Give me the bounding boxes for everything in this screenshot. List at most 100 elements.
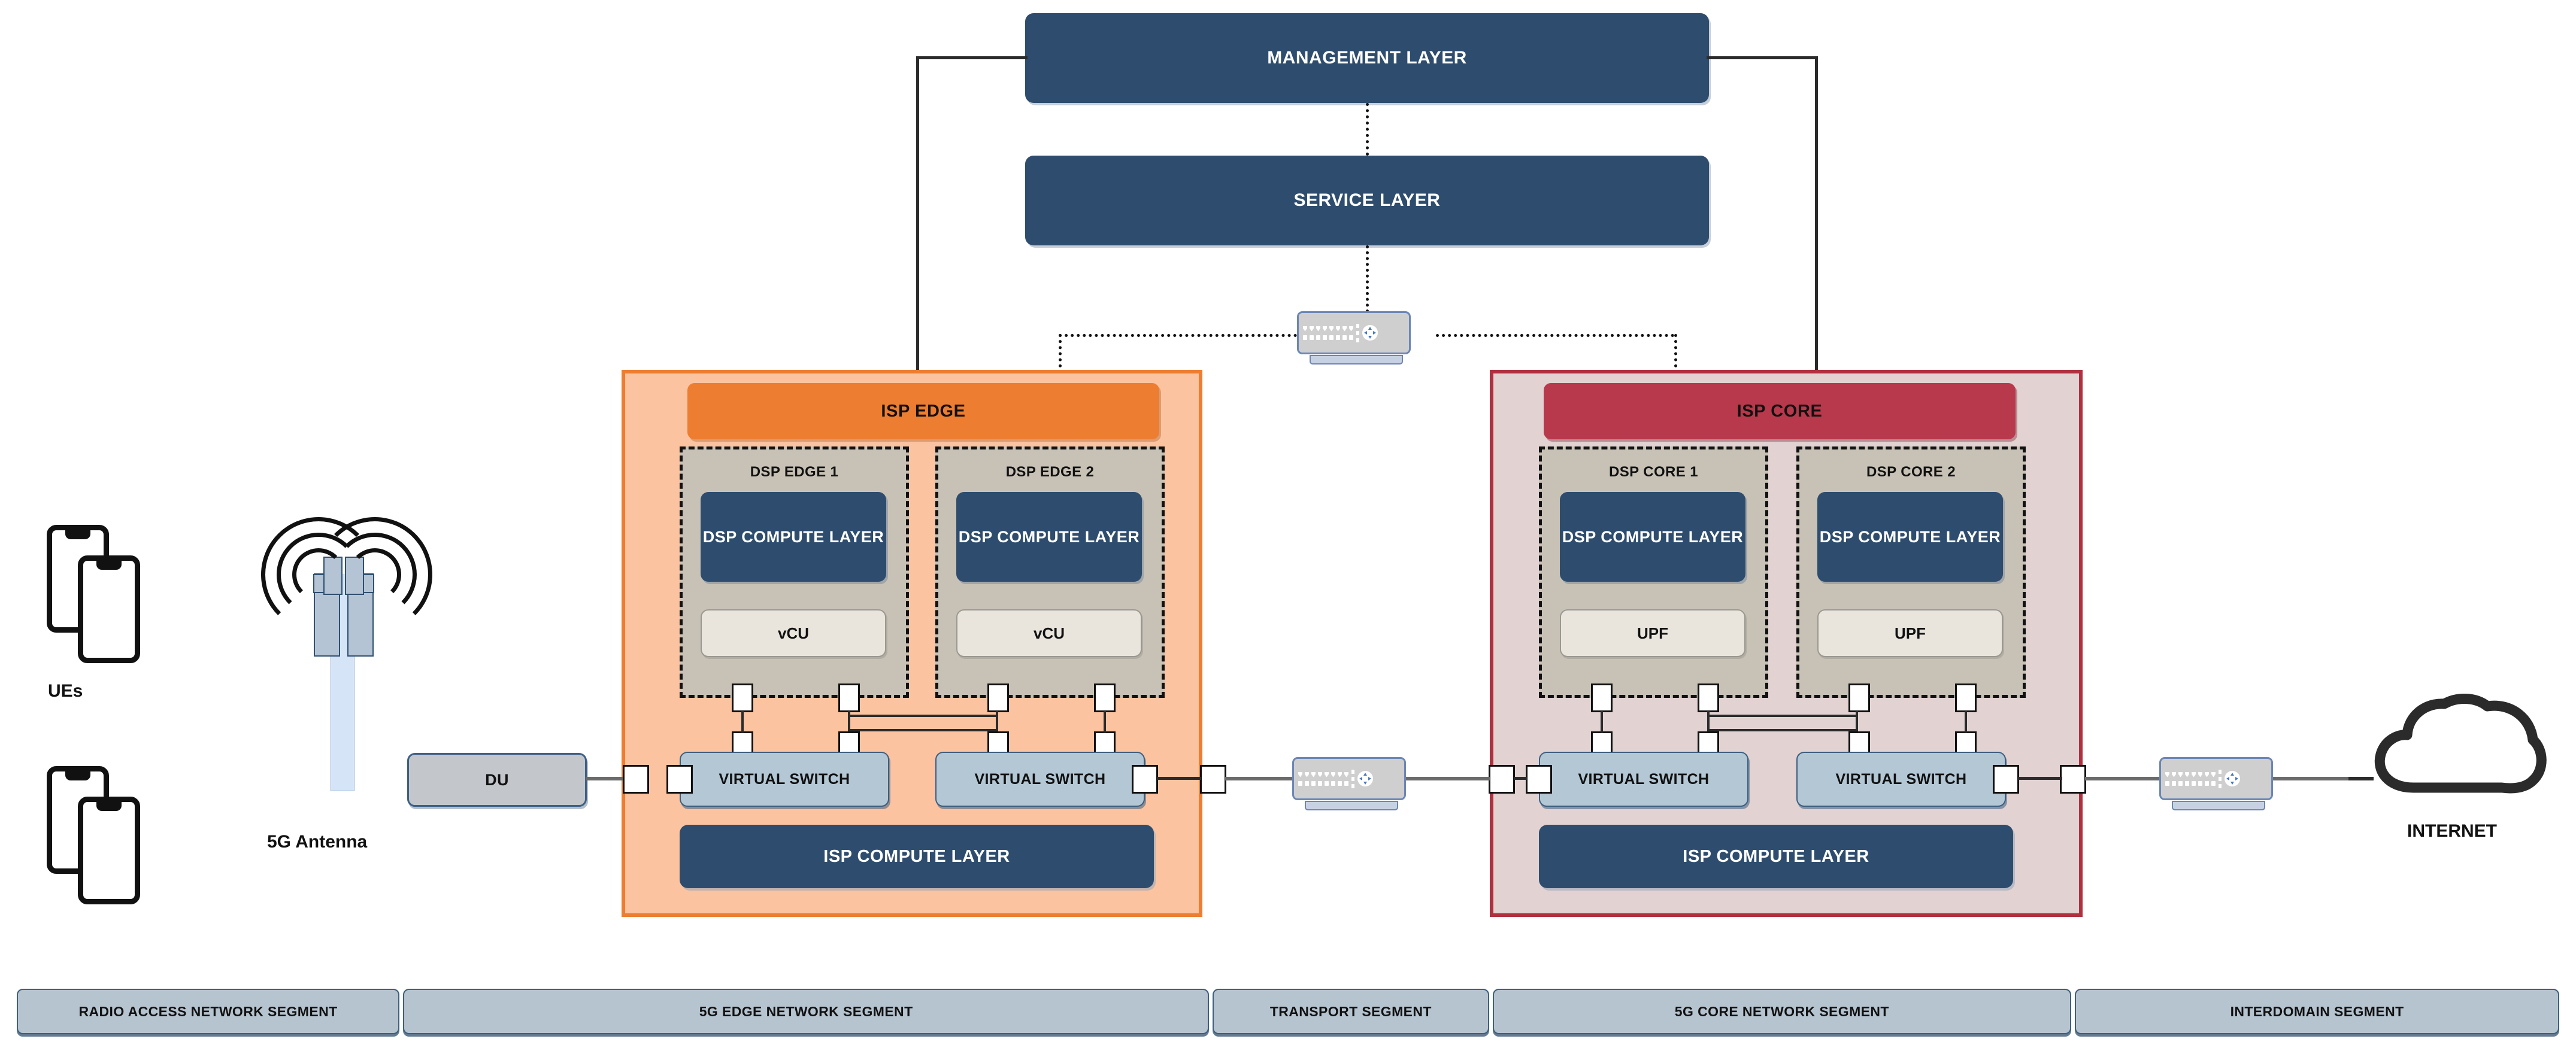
dsp-core-2-compute-box: DSP COMPUTE LAYER	[1817, 492, 2003, 582]
management-layer-label: MANAGEMENT LAYER	[1267, 48, 1467, 68]
phone-icon	[78, 555, 140, 663]
vswitch-edge-1-port-west	[666, 765, 693, 794]
isp-core-compute-layer-label: ISP COMPUTE LAYER	[1683, 846, 1869, 866]
dsp-edge-1-title: DSP EDGE 1	[750, 464, 839, 480]
service-layer-box: SERVICE LAYER	[1025, 156, 1709, 245]
segment-interdomain: INTERDOMAIN SEGMENT	[2075, 989, 2559, 1034]
vswitch-edge-1: VIRTUAL SWITCH	[680, 752, 889, 807]
segment-5g-core: 5G CORE NETWORK SEGMENT	[1492, 989, 2072, 1034]
phone-notch	[96, 802, 122, 811]
switch-port-grid	[1298, 771, 1348, 786]
antenna-signal-arc-left-outer	[261, 517, 376, 632]
vswitch-core-1-port-west	[1526, 765, 1552, 794]
segment-radio-access: RADIO ACCESS NETWORK SEGMENT	[17, 989, 400, 1034]
edge-cross-dsp1right-vertical-a	[848, 711, 850, 731]
dsp-edge-2-nf-label: vCU	[1033, 624, 1065, 642]
transport-port-core-side	[1489, 765, 1515, 794]
edge-cross-upper-horizontal	[848, 715, 998, 717]
du-to-edge-link	[586, 777, 625, 780]
segment-label: RADIO ACCESS NETWORK SEGMENT	[78, 1003, 338, 1019]
phone-notch	[96, 561, 122, 570]
switch-port-row-bottom	[1298, 780, 1348, 786]
vswitch-edge-1-label: VIRTUAL SWITCH	[719, 770, 850, 788]
segment-label: 5G EDGE NETWORK SEGMENT	[699, 1003, 913, 1019]
dsp-edge-2-port-right	[1094, 683, 1116, 712]
vswitch-core-2-port-east	[1993, 765, 2019, 794]
transport-port-edge-side	[1200, 765, 1226, 794]
dsp-core-1-compute-label: DSP COMPUTE LAYER	[1562, 527, 1744, 546]
switch-direction-icon	[1357, 771, 1373, 786]
du-label: DU	[485, 770, 509, 789]
dsp-edge-1-port-left	[732, 683, 753, 712]
phone-icon	[78, 797, 140, 904]
service-layer-label: SERVICE LAYER	[1293, 190, 1441, 211]
switch-direction-icon	[1362, 325, 1378, 341]
dsp-core-2-port-right	[1955, 683, 1977, 712]
isp-core-header: ISP CORE	[1544, 383, 2016, 439]
segment-5g-edge: 5G EDGE NETWORK SEGMENT	[403, 989, 1210, 1034]
dsp-core-2-nf-box: UPF	[1817, 609, 2003, 657]
core-link-dsp2-right-to-vsw2	[1965, 711, 1967, 733]
vswitch-edge-2: VIRTUAL SWITCH	[935, 752, 1145, 807]
segment-label: 5G CORE NETWORK SEGMENT	[1674, 1003, 1889, 1019]
switch-separator-dots	[1351, 769, 1354, 788]
dsp-core-1-port-left	[1591, 683, 1613, 712]
edge-cross-dsp1right-horizontal	[848, 729, 998, 731]
dsp-edge-2-compute-box: DSP COMPUTE LAYER	[956, 492, 1142, 582]
mgmt-core-link-horizontal	[1707, 56, 1818, 59]
switch-port-row-top	[1303, 326, 1353, 332]
interdomain-network-switch-icon	[2159, 757, 2273, 810]
antenna-label: 5G Antenna	[267, 832, 368, 852]
interdomain-link-left	[2085, 777, 2159, 780]
switch-port-row-bottom	[1303, 335, 1353, 340]
switch-direction-icon	[2225, 771, 2240, 786]
dsp-core-1-nf-box: UPF	[1560, 609, 1745, 657]
dsp-core-2-compute-label: DSP COMPUTE LAYER	[1819, 527, 2001, 546]
dsp-edge-1-nf-box: vCU	[701, 609, 886, 657]
mgmt-service-dotted-link	[1366, 103, 1369, 156]
vswitch-edge-2-label: VIRTUAL SWITCH	[974, 770, 1106, 788]
edge-cross-dsp1right-vertical-b	[996, 711, 998, 731]
dsp-core-1-compute-box: DSP COMPUTE LAYER	[1560, 492, 1745, 582]
dsp-core-2-port-left	[1848, 683, 1870, 712]
dsp-core-1-title: DSP CORE 1	[1609, 464, 1698, 480]
isp-edge-header-label: ISP EDGE	[881, 401, 966, 421]
vswitch-core-2: VIRTUAL SWITCH	[1796, 752, 2006, 807]
transport-link-left	[1225, 777, 1293, 780]
dsp-core-1-port-right	[1698, 683, 1719, 712]
switch-separator-dots	[1356, 323, 1359, 342]
core-cross-dsp2left-vertical	[1856, 711, 1858, 731]
core-transport-to-vsw1-link	[1514, 777, 1527, 780]
edge-link-dsp2-right-to-vsw2	[1104, 711, 1106, 733]
core-link-dsp1-left-to-vsw1	[1601, 711, 1603, 733]
transport-network-switch-icon	[1292, 757, 1406, 810]
switch-base	[2172, 801, 2265, 810]
core-vsw2-to-interdomain-link	[2018, 777, 2062, 780]
dsp-edge-1-compute-label: DSP COMPUTE LAYER	[702, 527, 884, 546]
isp-core-compute-layer-box: ISP COMPUTE LAYER	[1539, 825, 2013, 888]
antenna-signal-arc-right-outer	[317, 517, 432, 632]
vswitch-core-1: VIRTUAL SWITCH	[1539, 752, 1748, 807]
switch-base	[1310, 355, 1403, 364]
dsp-edge-2-title: DSP EDGE 2	[1005, 464, 1095, 480]
vswitch-edge-2-port-east	[1132, 765, 1158, 794]
service-fanout-left-horizontal	[1059, 334, 1297, 337]
core-cross-dsp1right-vertical	[1707, 711, 1710, 731]
interdomain-link-right	[2273, 777, 2354, 780]
mgmt-core-link-vertical	[1815, 56, 1818, 372]
transport-link-right	[1406, 777, 1490, 780]
dsp-edge-2-nf-box: vCU	[956, 609, 1142, 657]
edge-vsw2-to-transport-link	[1157, 777, 1201, 780]
du-edge-port	[623, 765, 649, 794]
dsp-core-2-title: DSP CORE 2	[1866, 464, 1956, 480]
dsp-edge-1-nf-label: vCU	[777, 624, 809, 642]
interdomain-port-core-side	[2060, 765, 2086, 794]
dsp-core-2-nf-label: UPF	[1895, 624, 1926, 642]
service-fanout-right-vertical	[1674, 334, 1677, 373]
phone-notch	[65, 530, 90, 539]
switch-port-grid	[1303, 326, 1353, 340]
service-fanout-right-horizontal	[1436, 334, 1674, 337]
dsp-edge-1-compute-box: DSP COMPUTE LAYER	[701, 492, 886, 582]
internet-link	[2348, 777, 2374, 780]
switch-port-row-bottom	[2165, 780, 2216, 786]
